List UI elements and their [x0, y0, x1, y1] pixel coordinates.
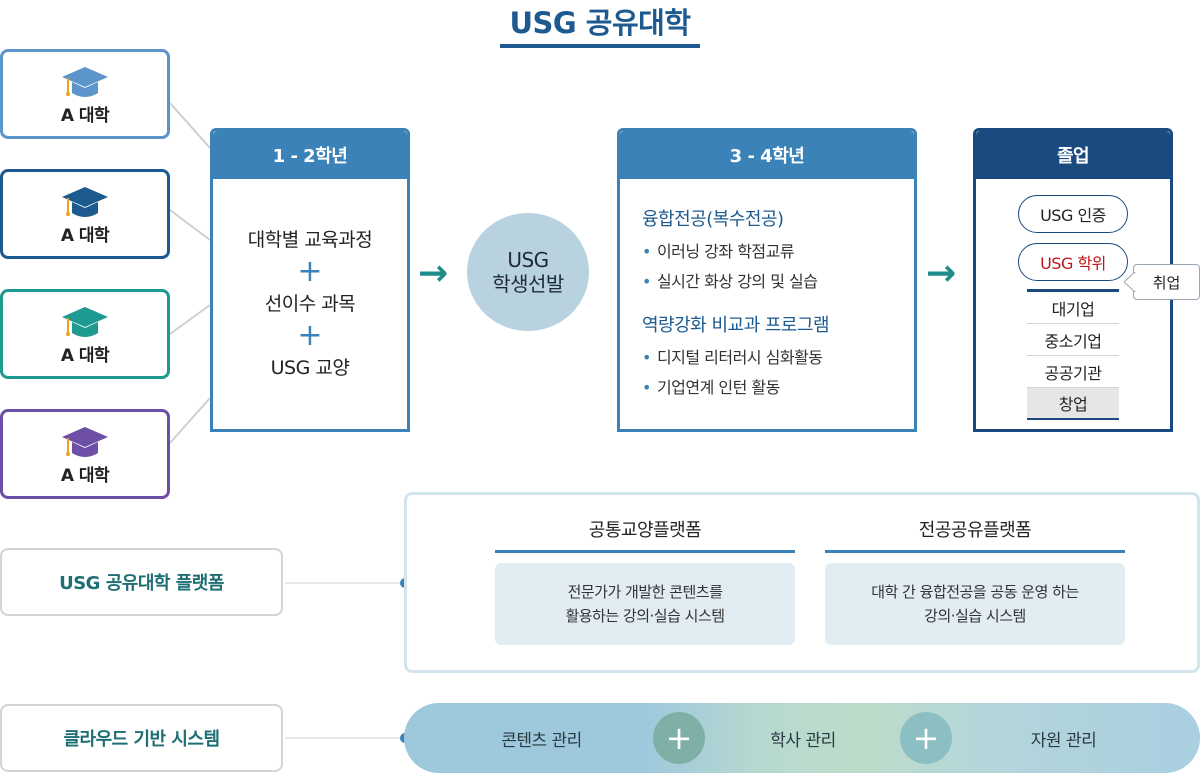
graduation-cap-icon — [62, 426, 108, 457]
university-label: A 대학 — [60, 225, 110, 246]
university-label: A 대학 — [60, 105, 110, 126]
bullet-text: 기업연계 인턴 활동 — [656, 378, 780, 397]
platform-column-general: 공통교양플랫폼 전문가가 개발한 콘텐츠를 활용하는 강의·실습 시스템 — [495, 517, 795, 645]
selection-line-1: USG — [507, 248, 549, 272]
university-label: A 대학 — [60, 465, 110, 486]
platform-desc-line: 전문가가 개발한 콘텐츠를 — [567, 583, 723, 601]
cloud-system-bar: 콘텐츠 관리 학사 관리 자원 관리 + + — [404, 703, 1200, 773]
job-item: 창업 — [1027, 388, 1119, 420]
university-box-2: A 대학 — [0, 169, 170, 259]
usg-degree-pill: USG 학위 — [1018, 243, 1128, 281]
bullet-icon: • — [642, 348, 651, 367]
job-item: 중소기업 — [1027, 324, 1119, 356]
platform-desc-line: 대학 간 융합전공을 공동 운영 하는 — [871, 583, 1079, 601]
graduation-cap-icon — [62, 186, 108, 217]
university-box-1: A 대학 — [0, 49, 170, 139]
connector-line-1 — [169, 102, 211, 149]
usg-certification-pill: USG 인증 — [1018, 195, 1128, 233]
platform-description: 대학 간 융합전공을 공동 운영 하는 강의·실습 시스템 — [825, 563, 1125, 645]
job-item: 공공기관 — [1027, 356, 1119, 388]
platform-column-major: 전공공유플랫폼 대학 간 융합전공을 공동 운영 하는 강의·실습 시스템 — [825, 517, 1125, 645]
step-heading: 3 - 4학년 — [620, 131, 914, 179]
bullet-icon: • — [642, 272, 651, 291]
step-item: 선이수 과목 — [264, 293, 356, 315]
job-item: 대기업 — [1027, 292, 1119, 324]
platform-panel: 공통교양플랫폼 전문가가 개발한 콘텐츠를 활용하는 강의·실습 시스템 전공공… — [404, 492, 1200, 673]
arrow-right-icon: → — [926, 253, 957, 294]
university-box-4: A 대학 — [0, 409, 170, 499]
university-box-3: A 대학 — [0, 289, 170, 379]
cloud-segment-academic: 학사 관리 — [770, 730, 836, 751]
bullet-text: 디지털 리터러시 심화활동 — [656, 348, 823, 367]
step-graduation: 졸업 USG 인증 USG 학위 대기업 중소기업 공공기관 창업 — [973, 128, 1173, 432]
callout-pointer — [1124, 272, 1136, 292]
platform-desc-line: 강의·실습 시스템 — [924, 607, 1026, 625]
program-bullet: • 실시간 화상 강의 및 실습 — [642, 267, 914, 297]
cloud-system-label: 클라우드 기반 시스템 — [0, 704, 283, 772]
step-year-1-2: 1 - 2학년 대학별 교육과정 + 선이수 과목 + USG 교양 — [210, 128, 410, 432]
job-list: 대기업 중소기업 공공기관 창업 — [1027, 289, 1119, 420]
plus-icon: + — [297, 318, 323, 353]
program-bullet: • 기업연계 인턴 활동 — [642, 373, 914, 403]
program-bullet: • 디지털 리터러시 심화활동 — [642, 343, 914, 373]
student-selection-circle: USG 학생선발 — [467, 213, 589, 331]
employment-callout: 취업 — [1133, 264, 1200, 300]
program-bullet: • 이러닝 강좌 학점교류 — [642, 237, 914, 267]
connector-line-2 — [169, 209, 211, 241]
program-heading: 역량강화 비교과 프로그램 — [642, 315, 830, 336]
program-heading: 융합전공(복수전공) — [642, 209, 784, 230]
connector-line-3 — [169, 304, 211, 335]
step-item: USG 교양 — [270, 357, 350, 379]
platform-description: 전문가가 개발한 콘텐츠를 활용하는 강의·실습 시스템 — [495, 563, 795, 645]
bullet-text: 실시간 화상 강의 및 실습 — [656, 272, 818, 291]
selection-line-2: 학생선발 — [492, 272, 564, 296]
cloud-segment-content: 콘텐츠 관리 — [501, 730, 582, 751]
university-label: A 대학 — [60, 345, 110, 366]
bullet-icon: • — [642, 242, 651, 261]
connector-line-4 — [169, 397, 211, 444]
bullet-icon: • — [642, 378, 651, 397]
platform-title: 공통교양플랫폼 — [495, 517, 795, 553]
plus-icon: + — [900, 712, 952, 764]
graduation-cap-icon — [62, 306, 108, 337]
platform-desc-line: 활용하는 강의·실습 시스템 — [565, 607, 725, 625]
plus-icon: + — [297, 254, 323, 289]
arrow-right-icon: → — [418, 253, 449, 294]
plus-icon: + — [653, 712, 705, 764]
platform-title: 전공공유플랫폼 — [825, 517, 1125, 553]
step-year-3-4: 3 - 4학년 융합전공(복수전공) • 이러닝 강좌 학점교류 • 실시간 화상 … — [617, 128, 917, 432]
title-underline — [500, 44, 700, 48]
step-heading: 졸업 — [976, 131, 1170, 179]
step-heading: 1 - 2학년 — [213, 131, 407, 179]
platform-label: USG 공유대학 플랫폼 — [0, 548, 283, 616]
cloud-segment-resource: 자원 관리 — [1030, 730, 1097, 751]
graduation-cap-icon — [62, 66, 108, 97]
step-item: 대학별 교육과정 — [247, 229, 373, 251]
page-title: USG 공유대학 — [509, 6, 691, 40]
bullet-text: 이러닝 강좌 학점교류 — [656, 242, 795, 261]
